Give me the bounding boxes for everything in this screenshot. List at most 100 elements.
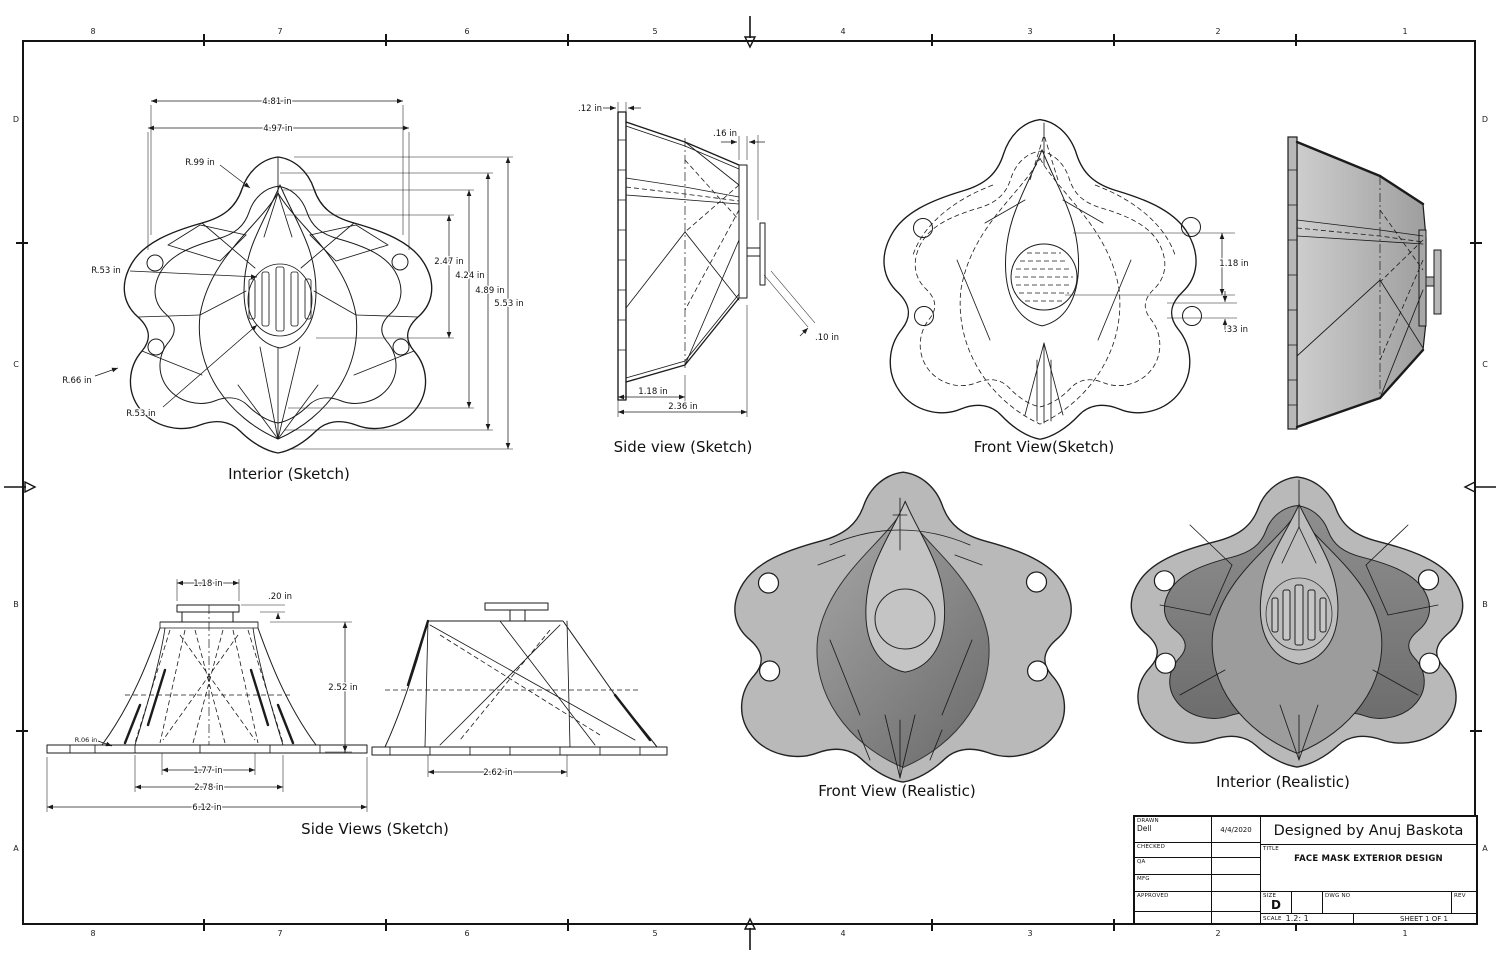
interior-sketch-drawing: 4.81 in 4.97 in R.99 in R.53 in 2.47 in … xyxy=(61,96,525,454)
zone-number: 2 xyxy=(1215,929,1221,938)
interior-realistic-drawing xyxy=(1130,476,1464,768)
zone-letter: C xyxy=(1482,360,1488,369)
dimension-label: .20 in xyxy=(268,592,292,602)
dimension-label: .33 in xyxy=(1224,325,1248,335)
zone-letter: D xyxy=(1481,115,1489,124)
qa-label: QA xyxy=(1137,859,1146,865)
dimension-label: R.06 in xyxy=(75,736,98,744)
dimension-label: 5.53 in xyxy=(494,299,523,309)
title-block-main: Designed by Anuj Baskota TITLE FACE MASK… xyxy=(1261,817,1476,923)
view-caption: Front View (Realistic) xyxy=(818,782,976,800)
dimension-label: R.99 in xyxy=(185,158,215,168)
drawn-label: DRAWN xyxy=(1137,818,1159,824)
dwg-no-label: DWG NO xyxy=(1325,893,1351,899)
zone-number: 7 xyxy=(277,27,283,36)
zone-number: 1 xyxy=(1402,27,1408,36)
zone-number: 1 xyxy=(1402,929,1408,938)
front-view-realistic-drawing xyxy=(734,471,1072,783)
center-mark-right-icon xyxy=(1463,480,1496,494)
zone-number: 5 xyxy=(652,929,658,938)
side-view-realistic-drawing xyxy=(1287,136,1442,430)
dimension-label: .16 in xyxy=(713,129,737,139)
dimension-label: 1.18 in xyxy=(1219,259,1248,269)
zone-tick xyxy=(931,919,933,931)
dimension-label: 2.78 in xyxy=(194,783,223,793)
zone-number: 4 xyxy=(840,929,846,938)
zone-letter: A xyxy=(13,844,19,853)
view-caption: Interior (Sketch) xyxy=(228,465,350,483)
dimension-label: .10 in xyxy=(815,333,839,343)
zone-tick xyxy=(931,34,933,46)
zone-tick xyxy=(16,730,28,732)
size-label: SIZE xyxy=(1263,893,1277,899)
size-value: D xyxy=(1271,898,1281,912)
zone-tick xyxy=(385,34,387,46)
dimension-label: 2.47 in xyxy=(434,257,463,267)
center-mark-top-icon xyxy=(743,16,757,49)
scale-label: SCALE xyxy=(1263,915,1282,922)
dimension-label: 4.24 in xyxy=(455,271,484,281)
dimension-label: 2.36 in xyxy=(668,402,697,412)
zone-number: 5 xyxy=(652,27,658,36)
zone-tick xyxy=(567,34,569,46)
zone-tick xyxy=(567,919,569,931)
zone-tick xyxy=(16,242,28,244)
dimension-label: 2.52 in xyxy=(328,683,357,693)
zone-tick xyxy=(1295,34,1297,46)
zone-number: 7 xyxy=(277,929,283,938)
view-caption: Front View(Sketch) xyxy=(973,438,1115,456)
view-caption: Interior (Realistic) xyxy=(1216,773,1350,791)
zone-number: 3 xyxy=(1027,929,1033,938)
drawn-name: Dell xyxy=(1137,824,1152,833)
dimension-label: 1.18 in xyxy=(638,387,667,397)
zone-number: 6 xyxy=(464,27,470,36)
dimension-label: 4.81 in xyxy=(262,97,291,107)
sheet-number: SHEET 1 OF 1 xyxy=(1400,914,1448,923)
dimension-label: 6.12 in xyxy=(192,803,221,813)
zone-tick xyxy=(1113,34,1115,46)
side-view-sketch-drawing: .12 in .16 in .10 in 1.18 in 2.36 in xyxy=(577,102,840,417)
zone-tick xyxy=(203,919,205,931)
view-caption: Side view (Sketch) xyxy=(613,438,753,456)
checked-label: CHECKED xyxy=(1137,844,1166,850)
zone-letter: A xyxy=(1482,844,1488,853)
dimension-label: R.53 in xyxy=(126,409,156,419)
view-caption: Side Views (Sketch) xyxy=(301,820,449,838)
zone-tick xyxy=(1113,919,1115,931)
dimension-label: 2.62 in xyxy=(483,768,512,778)
dimension-label: 1.77 in xyxy=(193,766,222,776)
zone-letter: D xyxy=(12,115,20,124)
zone-number: 8 xyxy=(90,27,96,36)
title-label: TITLE xyxy=(1263,846,1279,853)
scale-value: 1.2: 1 xyxy=(1285,914,1309,923)
approved-label: APPROVED xyxy=(1137,893,1169,899)
zone-letter: C xyxy=(13,360,19,369)
zone-tick xyxy=(1470,242,1482,244)
mfg-label: MFG xyxy=(1137,876,1150,882)
dimension-label: R.66 in xyxy=(62,376,92,386)
center-mark-bottom-icon xyxy=(743,917,757,950)
dimension-label: 4.89 in xyxy=(475,286,504,296)
zone-number: 2 xyxy=(1215,27,1221,36)
zone-number: 6 xyxy=(464,929,470,938)
dimension-label: R.53 in xyxy=(91,266,121,276)
side-views-sketch-drawing: 1.18 in .20 in 2.52 in 1.77 in 2.78 in 6… xyxy=(46,578,668,814)
dimension-label: 1.18 in xyxy=(193,579,222,589)
designer-credit: Designed by Anuj Baskota xyxy=(1261,817,1476,846)
zone-letter: B xyxy=(13,600,19,609)
zone-letter: B xyxy=(1482,600,1488,609)
zone-number: 3 xyxy=(1027,27,1033,36)
center-mark-left-icon xyxy=(4,480,37,494)
dimension-label: 4.97 in xyxy=(263,124,292,134)
zone-tick xyxy=(203,34,205,46)
dimension-label: .12 in xyxy=(578,104,602,114)
rev-label: REV xyxy=(1454,893,1466,899)
zone-tick xyxy=(1295,919,1297,931)
zone-tick xyxy=(1470,730,1482,732)
drawn-date: 4/4/2020 xyxy=(1212,817,1260,843)
front-view-sketch-drawing: 1.18 in .33 in xyxy=(883,118,1250,440)
drawing-title: FACE MASK EXTERIOR DESIGN xyxy=(1294,854,1443,865)
